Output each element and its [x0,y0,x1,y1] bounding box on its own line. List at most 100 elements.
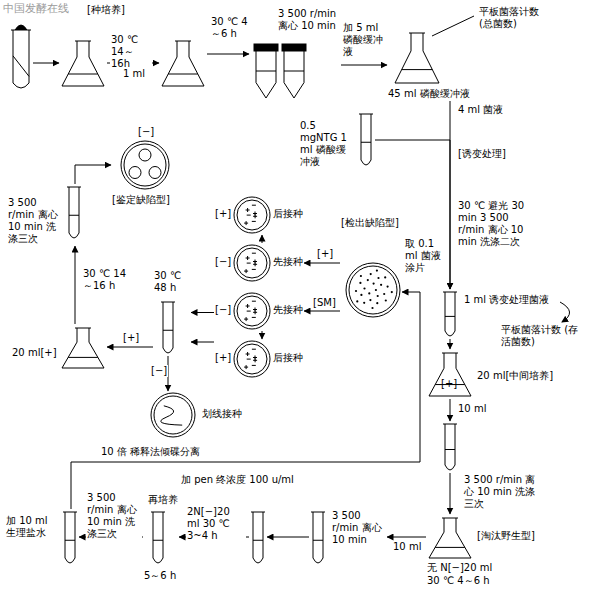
test-tube-drawing [160,300,176,355]
node-text: 20 ml[中间培养] [477,370,553,382]
flow-arrow [450,399,451,421]
leader-line [432,16,474,36]
edge-label: 1 ml 诱变处理菌液 [463,294,560,306]
node-text: 加 10 ml 生理盐水 [6,515,58,539]
edge-label: 30 ℃ 14～16 h [82,268,130,292]
test-tube-drawing [62,510,78,565]
node-text: 0.5 mgNTG 1 ml 磷酸缓冲液 [300,120,354,168]
flask: 20 ml[+] [11,324,107,371]
flow-arrow [107,347,153,348]
flow-arrow [71,292,420,509]
flow-arrow [341,65,387,66]
process-note: 加 pen 终浓度 100 u/ml [180,474,295,486]
node-text: [−] [215,256,231,268]
node-text: 3 500 r/min 离心 10 min 洗涤三次 [8,197,62,245]
edge-label: 2N[−]20 ml 30 ℃ 3~4 h [186,506,246,542]
petri-plate-drawing [233,244,271,282]
count-note: 平板菌落计数 (存活菌数) [500,324,582,348]
node-text: 30 ℃ 4～6 h [427,575,490,587]
flask-drawing [393,30,441,85]
edge-label: 30 ℃ 14～16h [110,34,152,70]
count-arrow [560,302,570,322]
edge-label: [SM] [312,297,337,309]
test-tube-drawing [310,510,326,565]
edge-label: 30 ℃ 4～6 h [210,16,250,40]
edge-label: 3 500 r/min 离心 10 min 洗涤三次 [463,474,545,510]
petri-plate-drawing [120,140,170,190]
flow-arrow [450,339,451,349]
node-text: [−] [138,126,154,138]
step-title: [种培养] [86,4,126,16]
process-note: 30 ℃ 避光 30 min 3 500 r/min 离心 10 min 洗涤二… [457,200,537,248]
node-text: 20 ml[+] [12,347,57,359]
node-text: [淘汰野生型] [477,530,535,542]
node-text: 5～6 h [144,570,176,582]
test-tube: 0.5 mgNTG 1 ml 磷酸缓冲液 [299,111,375,169]
node-text: [+] [215,208,231,220]
node-text: [检出缺陷型] [341,217,399,229]
petri-plate: [+] 后接种 [214,195,304,235]
test-tube: 再培养 5～6 h [143,493,179,583]
flow-arrow [33,63,59,64]
flask-drawing [427,515,473,560]
petri-plate: [−] 先接种 [214,243,304,283]
flow-arrow [75,246,76,324]
node-text: 先接种 [273,256,303,268]
test-tube: 3 500 r/min 离心 10 min 洗涤三次 [7,184,83,246]
node-text: 3 500 r/min 离心 10 min [332,510,386,546]
flask: 45 ml 磷酸缓冲液 [387,29,471,101]
flow-arrow [304,263,340,264]
test-tube-drawing [442,422,458,472]
node-text: [−] [215,304,231,316]
flow-arrow [267,537,309,538]
test-tube-drawing [150,510,166,565]
flow-arrow [75,165,111,184]
flask-drawing [427,350,473,398]
volume-note: 1 ml [122,68,146,80]
petri-plate-drawing [345,262,401,318]
node-text: 3 500 r/min 离心 10 min [278,8,340,32]
flow-arrow [191,312,214,313]
centrifuge-tubes-drawing [250,42,312,100]
node-text: 后接种 [273,208,303,220]
petri-plate-drawing [233,292,271,330]
node-text: 30 ℃ 48 h [154,270,190,294]
test-tube-drawing [358,112,374,167]
test-tube [441,421,459,473]
flask: [淘汰野生型] 无 N[−]20 ml30 ℃ 4～6 h [426,514,536,588]
petri-plate: 划线接种 [149,391,243,439]
test-tube: 30 ℃ 48 h [153,269,191,356]
edge-label: 4 ml 菌液 [457,104,504,116]
node-text: [+] [441,378,457,390]
petri-plate: [检出缺陷型] [340,216,402,319]
test-tube-drawing [442,290,458,338]
node-text: [鉴定缺陷型] [112,194,170,206]
flow-arrow [304,311,340,312]
edge-label: 3 500 r/min 离心 10 min 洗涤三次 [86,492,142,540]
node-text: 再培养 [148,494,178,506]
edge-label: 10 ml [457,403,487,415]
petri-plate-drawing [233,196,271,234]
flow-arrow [262,331,263,339]
centrifuge-tubes: 3 500 r/min 离心 10 min [249,7,341,101]
flow-arrow [450,473,451,514]
edge-label: 10 ml [392,541,422,553]
test-tube: 3 500 r/min 离心 10 min [309,509,387,566]
slant-tube [9,27,33,91]
node-text: 无 N[−]20 ml [427,562,492,574]
flask [159,37,207,89]
node-text: 先接种 [273,304,303,316]
flask: 20 ml[中间培养] [+] [426,349,554,399]
flow-arrow [207,54,249,55]
flask-drawing [60,325,106,370]
edge-label: 加 5 ml 磷酸缓冲液 [342,22,390,58]
node-text: 后接种 [273,352,303,364]
flow-arrow [191,342,214,343]
process-note: 取 0.1 ml 菌液涂片 [404,238,448,274]
flask-drawing [160,38,206,88]
flask-drawing [60,38,106,88]
edge-label: 10 倍 稀释法倾碟分离 [100,446,201,458]
petri-plate: [−] [鉴定缺陷型] [111,125,171,207]
flow-arrow [262,235,263,243]
test-tube-drawing [66,185,82,240]
